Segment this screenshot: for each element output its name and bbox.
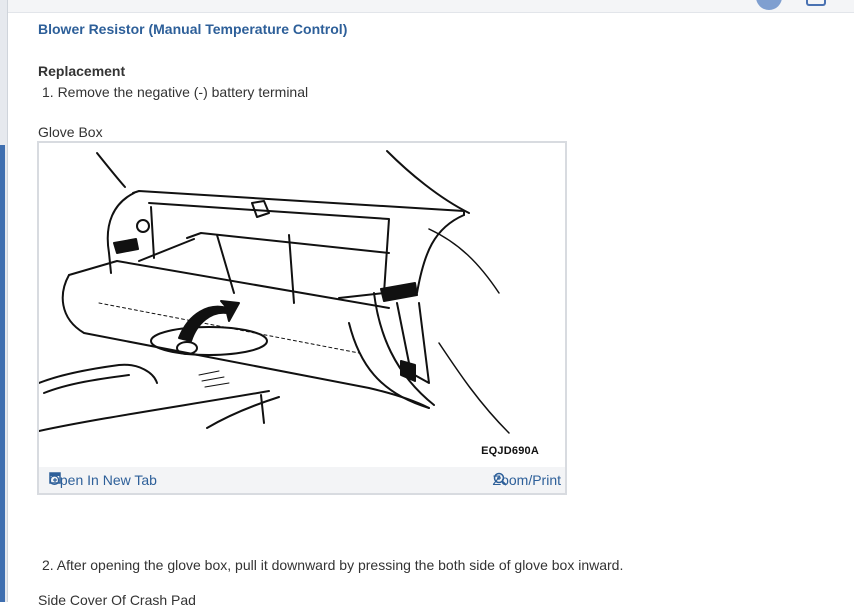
title-suffix: )	[342, 21, 348, 37]
top-toolbar	[8, 0, 854, 13]
avatar-icon[interactable]	[756, 0, 782, 10]
zoom-icon	[493, 472, 507, 486]
next-figure-caption: Side Cover Of Crash Pad	[38, 592, 196, 608]
open-in-new-tab-link[interactable]: Open In New Tab	[49, 472, 157, 488]
figure-code: EQJD690A	[481, 445, 539, 457]
step-1: 1. Remove the negative (-) battery termi…	[42, 84, 309, 100]
figure-toolbar: Open In New Tab Zoom/Print	[39, 467, 565, 493]
left-rail-accent	[0, 145, 5, 602]
glove-box-illustration	[39, 150, 510, 434]
zoom-print-label: Zoom/Print	[492, 472, 561, 488]
page-title: Blower Resistor (Manual Temperature Cont…	[38, 21, 347, 37]
zoom-print-link[interactable]: Zoom/Print	[493, 472, 561, 488]
open-new-tab-icon	[49, 472, 61, 484]
section-heading: Replacement	[38, 63, 126, 79]
step-2: 2. After opening the glove box, pull it …	[42, 557, 624, 573]
figure-caption: Glove Box	[38, 124, 103, 140]
open-in-new-tab-label: Open In New Tab	[49, 472, 157, 488]
messages-icon[interactable]	[806, 0, 826, 6]
glove-box-figure: EQJD690A Open In New Tab Zoom/Print	[37, 141, 567, 495]
manual-temperature-control-link[interactable]: Manual Temperature Control	[153, 21, 343, 37]
left-rail	[0, 0, 8, 602]
title-prefix: Blower Resistor (	[38, 21, 154, 37]
